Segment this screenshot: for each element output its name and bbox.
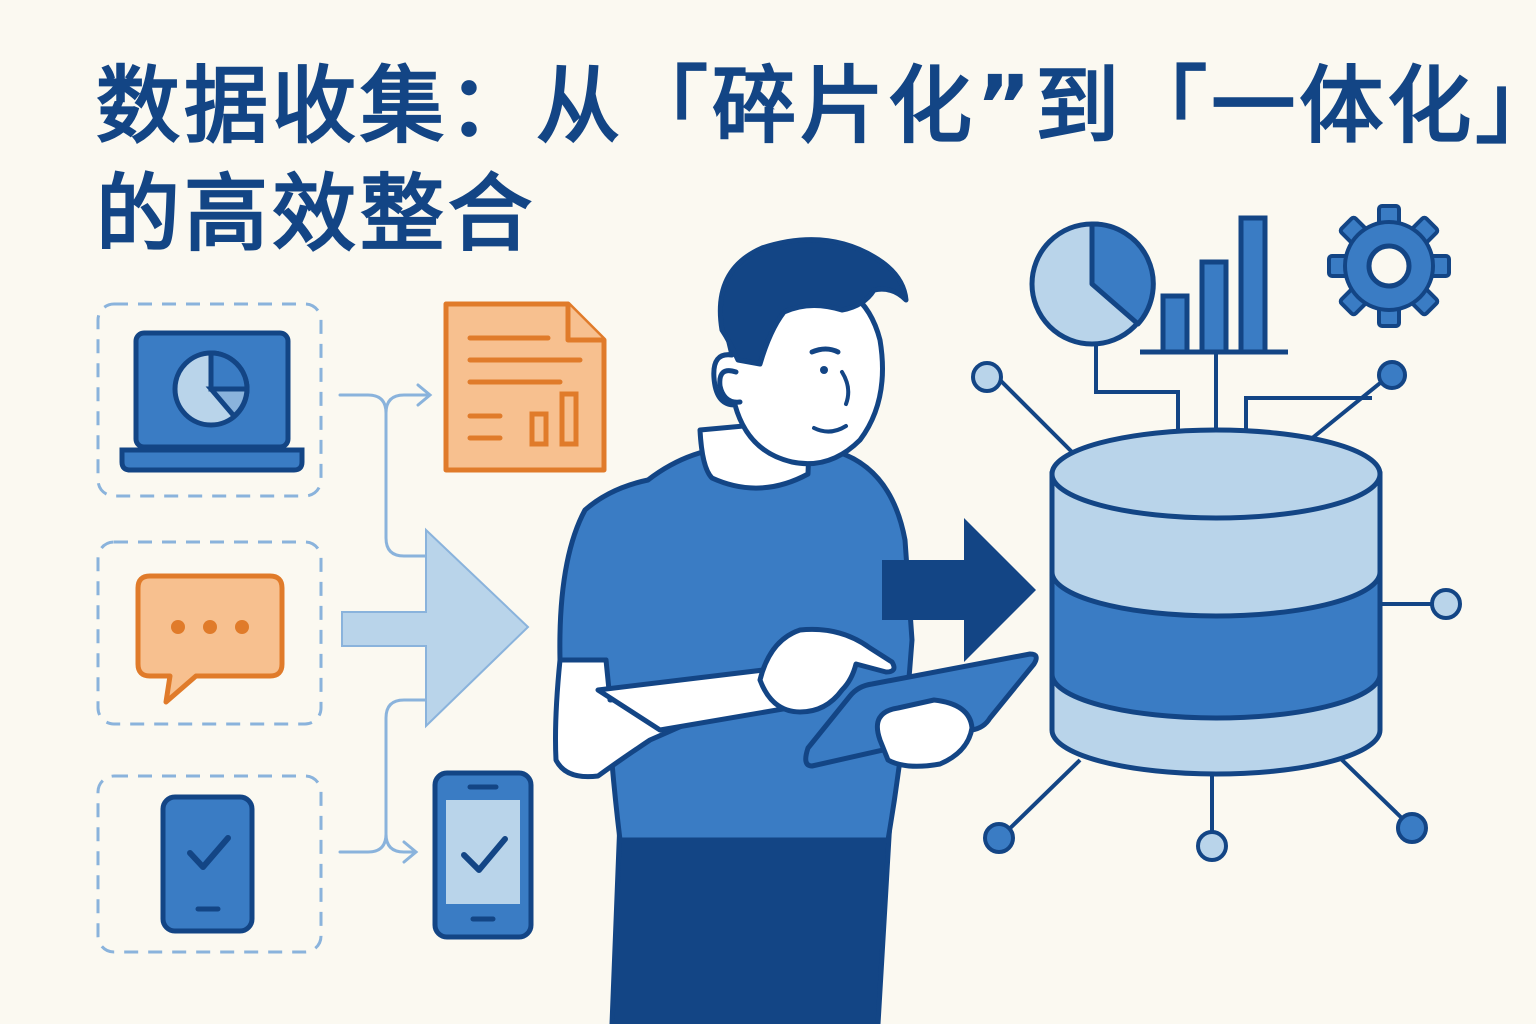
laptop-pie-chart-icon [119,330,305,473]
gear-icon [1327,204,1451,328]
orange-report-icon [443,301,607,473]
arrow-right-icon [882,518,1036,662]
big-arrow-icon [341,527,530,729]
network-lines [995,340,1432,840]
title-line-2: 的高效整合 [96,165,537,263]
flow-connectors [338,383,434,864]
title-line-1: 数据收集：从「碎片化”到「一体化」 [96,57,1536,155]
phone-check-icon [432,770,534,940]
source-box-laptop [96,302,323,498]
bar-chart-icon [1140,215,1288,355]
phone-check-icon [160,794,255,934]
page-title: 数据收集：从「碎片化”到「一体化」 的高效整合 [96,52,1536,268]
source-box-phone [96,774,323,954]
person [553,237,1039,1024]
database-icon [1049,427,1383,777]
source-box-chat [96,540,323,726]
chat-bubble-icon [135,573,285,705]
pie-chart-icon [1029,221,1156,347]
network-nodes [971,360,1462,862]
